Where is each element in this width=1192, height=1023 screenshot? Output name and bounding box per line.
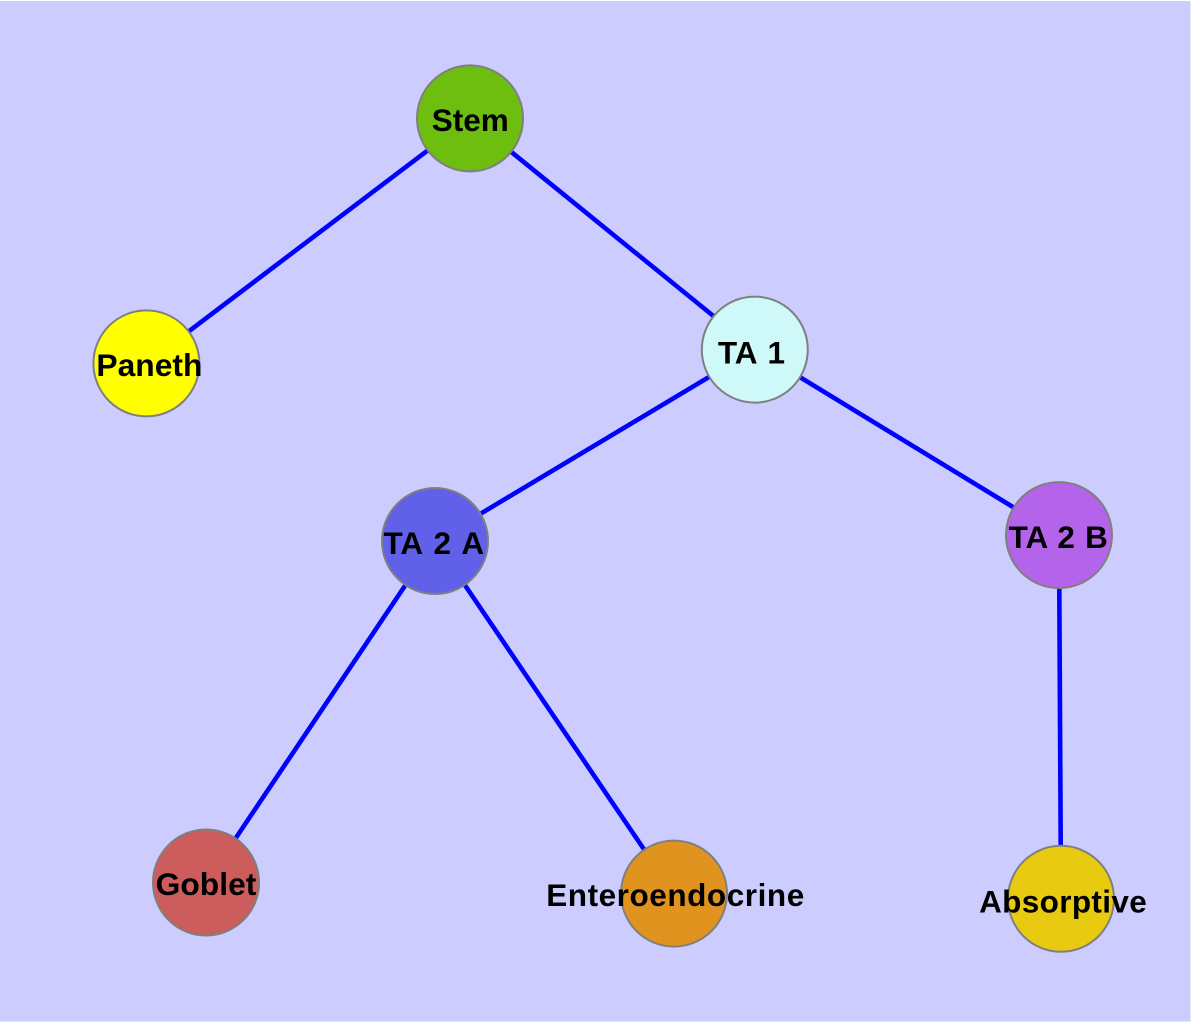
- svg-text:Paneth: Paneth: [96, 347, 202, 383]
- svg-text:Stem: Stem: [432, 102, 509, 138]
- svg-text:TA 2 B: TA 2 B: [1009, 519, 1108, 555]
- svg-text:TA 2 A: TA 2 A: [383, 525, 484, 561]
- svg-text:Enteroendocrine: Enteroendocrine: [546, 877, 805, 913]
- svg-text:TA 1: TA 1: [718, 335, 785, 371]
- svg-text:Absorptive: Absorptive: [979, 884, 1147, 920]
- svg-text:Goblet: Goblet: [156, 866, 257, 902]
